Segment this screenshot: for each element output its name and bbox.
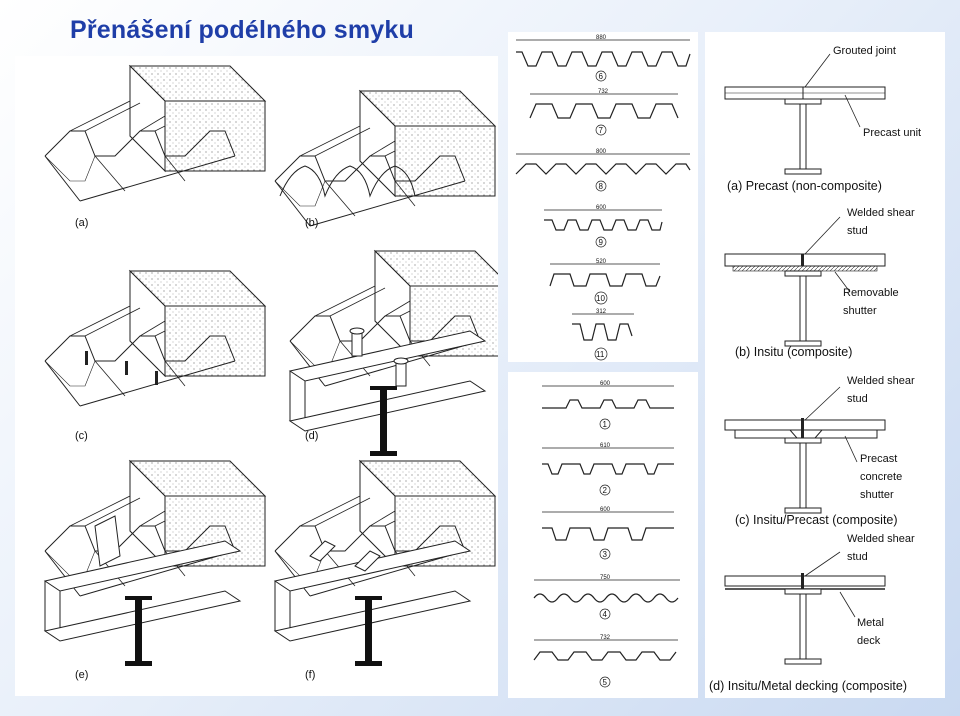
profile-2: 610 2 <box>542 443 674 496</box>
deck-profiles-top: 880 6 732 7 800 8 600 9 520 <box>508 32 698 362</box>
sketch-d <box>289 250 498 457</box>
profile-4-dim: 750 <box>600 575 611 581</box>
metal-deck-label-2: deck <box>857 635 881 647</box>
profile-7: 732 7 <box>529 89 679 136</box>
label-e: (e) <box>75 669 88 681</box>
section-d: Welded shear stud Metal deck (d) Insitu/… <box>709 533 915 693</box>
shear-stud-label-c2: stud <box>847 393 868 405</box>
profile-5: 732 5 <box>533 635 678 688</box>
precast-shutter-label-1: Precast <box>860 453 897 465</box>
precast-unit-label: Precast unit <box>863 127 921 139</box>
shear-stud-label-b1: Welded shear <box>847 207 915 219</box>
shear-stud-label-d2: stud <box>847 551 868 563</box>
profile-3: 600 3 <box>542 507 674 560</box>
sketch-c <box>44 270 266 407</box>
profile-8: 800 8 <box>515 149 691 192</box>
deck-profiles-bottom-drawing: 600 1 610 2 600 3 750 4 732 <box>533 381 680 688</box>
profile-4-num: 4 <box>603 610 608 619</box>
profile-11-num: 11 <box>596 350 605 359</box>
sketch-f <box>274 460 496 667</box>
grouted-joint-label: Grouted joint <box>833 45 896 57</box>
page-title: Přenášení podélného smyku <box>70 16 414 44</box>
profile-9-num: 9 <box>599 238 604 247</box>
profile-8-dim: 800 <box>596 149 607 155</box>
profile-11: 312 11 <box>572 309 634 361</box>
section-b: Welded shear stud Removable shutter (b) … <box>724 207 915 359</box>
label-a: (a) <box>75 217 88 229</box>
section-c: Welded shear stud Precast concrete shutt… <box>724 375 915 527</box>
sketch-e <box>44 460 266 667</box>
caption-b: (b) Insitu (composite) <box>735 345 852 359</box>
label-c: (c) <box>75 430 88 442</box>
profile-10-num: 10 <box>596 294 605 303</box>
profile-7-num: 7 <box>599 126 604 135</box>
profile-10: 520 10 <box>549 259 661 305</box>
profile-10-dim: 520 <box>596 259 607 265</box>
profile-1-num: 1 <box>603 420 608 429</box>
profile-9-dim: 600 <box>596 205 607 211</box>
composite-sections-drawing: Grouted joint Precast unit (a) Precast (… <box>709 45 921 693</box>
profile-6-num: 6 <box>599 72 604 81</box>
removable-shutter-label-1: Removable <box>843 287 899 299</box>
profile-11-dim: 312 <box>596 309 607 315</box>
caption-c: (c) Insitu/Precast (composite) <box>735 513 898 527</box>
shear-stud-label-b2: stud <box>847 225 868 237</box>
caption-a: (a) Precast (non-composite) <box>727 179 882 193</box>
label-b: (b) <box>305 217 318 229</box>
profile-9: 600 9 <box>544 205 663 248</box>
sketch-b <box>274 90 496 227</box>
profile-7-dim: 732 <box>598 89 609 95</box>
sketch-a <box>44 65 266 202</box>
profile-5-dim: 732 <box>600 635 611 641</box>
profile-4: 750 4 <box>533 575 680 620</box>
label-f: (f) <box>305 669 315 681</box>
profile-1-dim: 600 <box>600 381 611 387</box>
section-a: Grouted joint Precast unit (a) Precast (… <box>724 45 921 193</box>
profile-6: 880 6 <box>516 35 691 82</box>
caption-d: (d) Insitu/Metal decking (composite) <box>709 679 907 693</box>
isometric-deck-panel: (a) (b) (c) (d) <box>15 56 498 696</box>
deck-profiles-bottom: 600 1 610 2 600 3 750 4 732 <box>508 372 698 698</box>
metal-deck-label-1: Metal <box>857 617 884 629</box>
profile-2-dim: 610 <box>600 443 611 449</box>
precast-shutter-label-2: concrete <box>860 471 902 483</box>
profile-1: 600 1 <box>542 381 674 430</box>
profile-3-num: 3 <box>603 550 608 559</box>
composite-sections-panel: Grouted joint Precast unit (a) Precast (… <box>705 32 945 698</box>
profile-5-num: 5 <box>603 678 608 687</box>
shear-stud-label-d1: Welded shear <box>847 533 915 545</box>
removable-shutter-label-2: shutter <box>843 305 877 317</box>
deck-profiles-top-drawing: 880 6 732 7 800 8 600 9 520 <box>515 35 691 361</box>
shear-stud-label-c1: Welded shear <box>847 375 915 387</box>
profile-8-num: 8 <box>599 182 604 191</box>
isometric-drawings: (a) (b) (c) (d) <box>44 65 498 681</box>
precast-shutter-label-3: shutter <box>860 489 894 501</box>
label-d: (d) <box>305 430 318 442</box>
profile-6-dim: 880 <box>596 35 607 41</box>
profile-2-num: 2 <box>603 486 608 495</box>
profile-3-dim: 600 <box>600 507 611 513</box>
